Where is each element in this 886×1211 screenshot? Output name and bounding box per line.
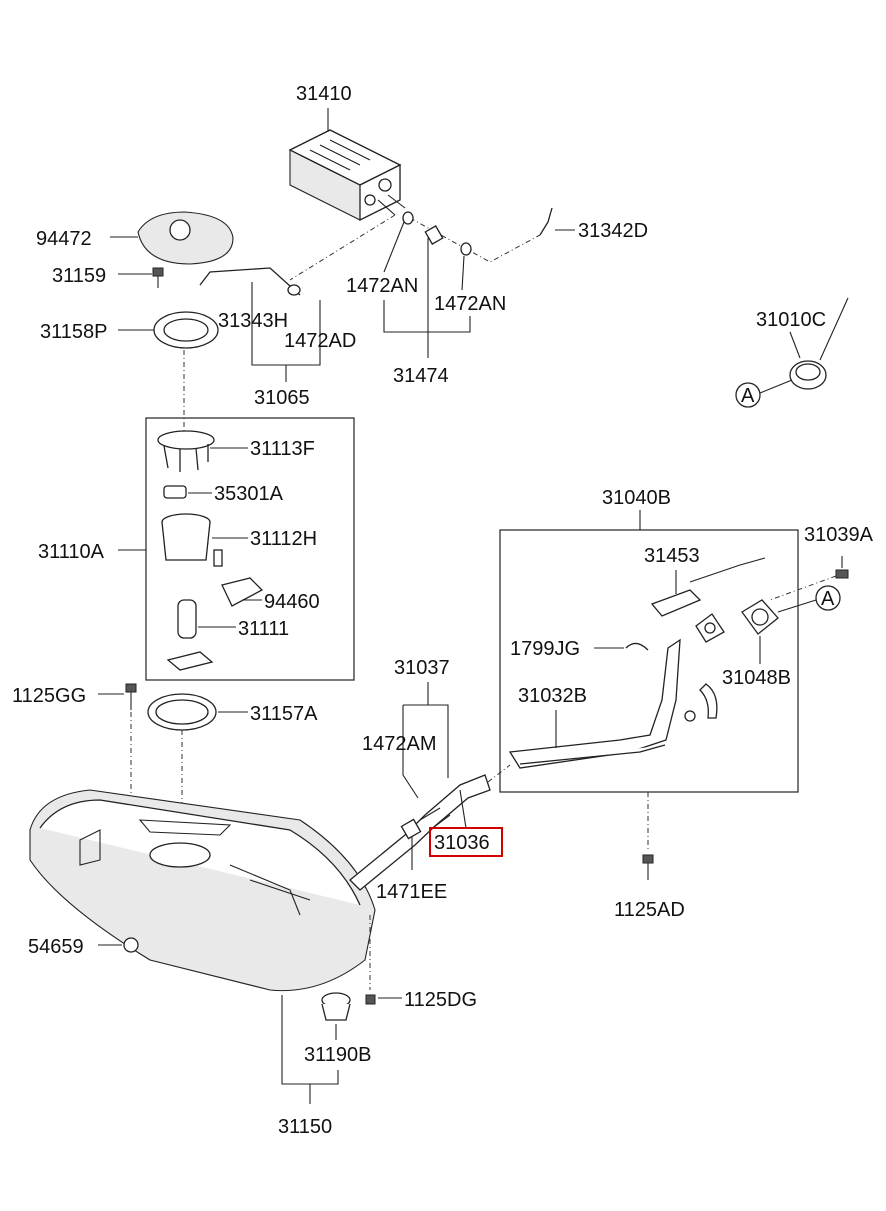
filler-pipe-31032B[interactable] bbox=[508, 638, 681, 769]
callout-31158P: 31158P bbox=[40, 321, 107, 343]
callout-35301A: 35301A bbox=[214, 483, 284, 505]
clamp-1471EE[interactable] bbox=[400, 818, 422, 840]
gasket-31048B[interactable] bbox=[741, 599, 779, 635]
bolt-1125DG[interactable] bbox=[365, 994, 376, 1005]
callout-31342D: 31342D bbox=[578, 220, 648, 242]
callout-1125AD: 1125AD bbox=[614, 899, 685, 921]
callout-94460: 94460 bbox=[264, 591, 320, 613]
callout-1472AD: 1472AD bbox=[284, 330, 356, 352]
screw-31039A[interactable] bbox=[835, 569, 849, 579]
callout-31157A: 31157A bbox=[250, 703, 318, 725]
callout-31040B: 31040B bbox=[602, 487, 671, 509]
callout-31065: 31065 bbox=[254, 387, 310, 409]
callout-31112H: 31112H bbox=[250, 528, 317, 550]
sender-94460[interactable] bbox=[221, 577, 264, 607]
valve-31190B[interactable] bbox=[321, 992, 351, 1021]
callout-31410: 31410 bbox=[296, 83, 352, 105]
fuel-pump-31111[interactable] bbox=[177, 599, 197, 639]
callout-31159: 31159 bbox=[52, 265, 106, 287]
callout-1125GG: 1125GG bbox=[12, 685, 86, 707]
callout-31037: 31037 bbox=[394, 657, 450, 679]
filler-neck-box bbox=[499, 529, 799, 793]
fuel-cap-31010C[interactable] bbox=[789, 297, 849, 390]
sensor-35301A[interactable] bbox=[163, 485, 187, 499]
callout-54659: 54659 bbox=[28, 936, 84, 958]
callout-94472: 94472 bbox=[36, 228, 92, 250]
canister-assembly[interactable] bbox=[288, 129, 406, 222]
callout-31190B: 31190B bbox=[304, 1044, 371, 1066]
callout-1799JG: 1799JG bbox=[510, 638, 580, 660]
callout-1471EE: 1471EE bbox=[376, 881, 447, 903]
bolt-31159[interactable] bbox=[152, 267, 164, 288]
retainer-ring-31158P[interactable] bbox=[153, 311, 219, 349]
callout-1472AN-right: 1472AN bbox=[434, 293, 506, 315]
callout-31150: 31150 bbox=[278, 1116, 332, 1138]
callout-31343H: 31343H bbox=[218, 310, 288, 332]
callout-31474: 31474 bbox=[393, 365, 449, 387]
ref-A-top: A bbox=[741, 385, 755, 407]
callout-31111: 31111 bbox=[238, 618, 289, 640]
vent-valve-31453[interactable] bbox=[650, 557, 766, 617]
bolt-1125AD[interactable] bbox=[642, 854, 654, 880]
pump-flange-31113F[interactable] bbox=[157, 430, 215, 472]
callout-31113F: 31113F bbox=[250, 438, 315, 460]
callout-1472AN-left: 1472AN bbox=[346, 275, 418, 297]
callout-1472AM: 1472AM bbox=[362, 733, 437, 755]
callout-31010C: 31010C bbox=[756, 309, 826, 331]
highlight-31036[interactable] bbox=[429, 827, 503, 857]
bolt-1125GG[interactable] bbox=[125, 683, 137, 710]
fuel-tank-31150[interactable] bbox=[29, 789, 376, 992]
callout-31110A: 31110A bbox=[38, 541, 105, 563]
pump-housing-31112H[interactable] bbox=[161, 513, 223, 567]
callout-1125DG: 1125DG bbox=[404, 989, 477, 1011]
clip-1799JG[interactable] bbox=[625, 642, 649, 651]
pump-cover-94472[interactable] bbox=[137, 211, 234, 265]
ref-A-right: A bbox=[821, 588, 835, 610]
callout-31048B: 31048B bbox=[722, 667, 791, 689]
callout-31032B: 31032B bbox=[518, 685, 587, 707]
gasket-31157A[interactable] bbox=[147, 693, 217, 731]
callout-31453: 31453 bbox=[644, 545, 700, 567]
pump-module-box bbox=[145, 417, 355, 681]
callout-31039A: 31039A bbox=[804, 524, 874, 546]
grommet-54659[interactable] bbox=[123, 937, 139, 953]
callout-31036: 31036 bbox=[434, 832, 490, 854]
